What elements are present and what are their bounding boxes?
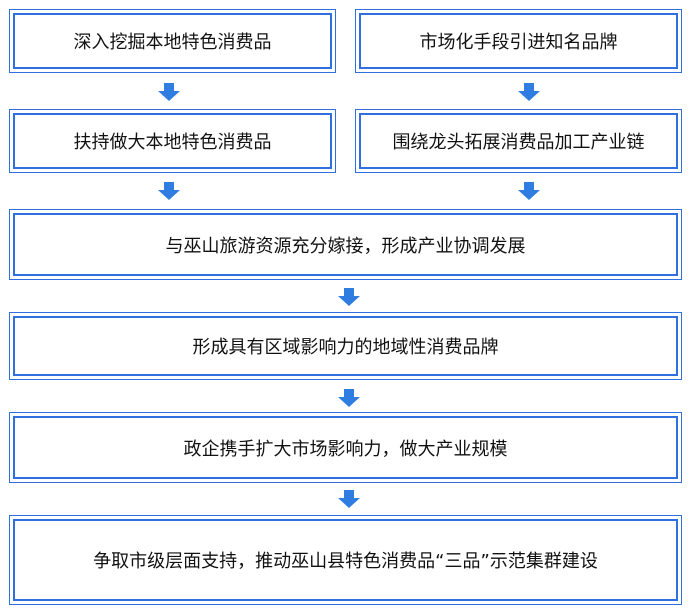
flow-box-label: 政企携手扩大市场影响力，做大产业规模: [183, 438, 508, 460]
flow-box-tourism-integration: 与巫山旅游资源充分嫁接，形成产业协调发展: [9, 209, 682, 280]
flow-box-label: 深入挖掘本地特色消费品: [73, 32, 272, 53]
down-arrow-icon: [338, 490, 360, 508]
flow-box-regional-brand: 形成具有区域影响力的地域性消费品牌: [9, 312, 682, 380]
down-arrow-icon: [518, 83, 540, 101]
flow-box-dig-local-products: 深入挖掘本地特色消费品: [9, 9, 336, 73]
flow-box-label: 争取市级层面支持，推动巫山县特色消费品“三品”示范集群建设: [93, 551, 598, 572]
down-arrow-icon: [158, 83, 180, 101]
flow-box-inner: 围绕龙头拓展消费品加工产业链: [359, 113, 678, 169]
flow-box-label: 围绕龙头拓展消费品加工产业链: [392, 132, 645, 153]
down-arrow-icon: [518, 182, 540, 200]
down-arrow-icon: [338, 288, 360, 306]
flow-box-label: 市场化手段引进知名品牌: [419, 32, 618, 53]
flow-box-demonstration-cluster: 争取市级层面支持，推动巫山县特色消费品“三品”示范集群建设: [9, 515, 682, 605]
flow-box-inner: 市场化手段引进知名品牌: [359, 13, 678, 69]
flow-box-inner: 形成具有区域影响力的地域性消费品牌: [13, 316, 678, 376]
flow-box-inner: 深入挖掘本地特色消费品: [13, 13, 332, 69]
flow-box-label: 形成具有区域影响力的地域性消费品牌: [192, 337, 499, 358]
flow-box-inner: 政企携手扩大市场影响力，做大产业规模: [13, 416, 678, 479]
flow-box-inner: 与巫山旅游资源充分嫁接，形成产业协调发展: [13, 213, 678, 276]
flow-box-label: 与巫山旅游资源充分嫁接，形成产业协调发展: [165, 235, 526, 257]
down-arrow-icon: [158, 182, 180, 200]
flow-box-expand-industry-chain: 围绕龙头拓展消费品加工产业链: [355, 109, 682, 173]
flow-box-label: 扶持做大本地特色消费品: [73, 132, 272, 153]
flow-box-inner: 争取市级层面支持，推动巫山县特色消费品“三品”示范集群建设: [13, 519, 678, 601]
flow-box-support-local-products: 扶持做大本地特色消费品: [9, 109, 336, 173]
down-arrow-icon: [338, 389, 360, 407]
flow-box-inner: 扶持做大本地特色消费品: [13, 113, 332, 169]
flow-box-introduce-brands: 市场化手段引进知名品牌: [355, 9, 682, 73]
flow-box-expand-market: 政企携手扩大市场影响力，做大产业规模: [9, 412, 682, 483]
